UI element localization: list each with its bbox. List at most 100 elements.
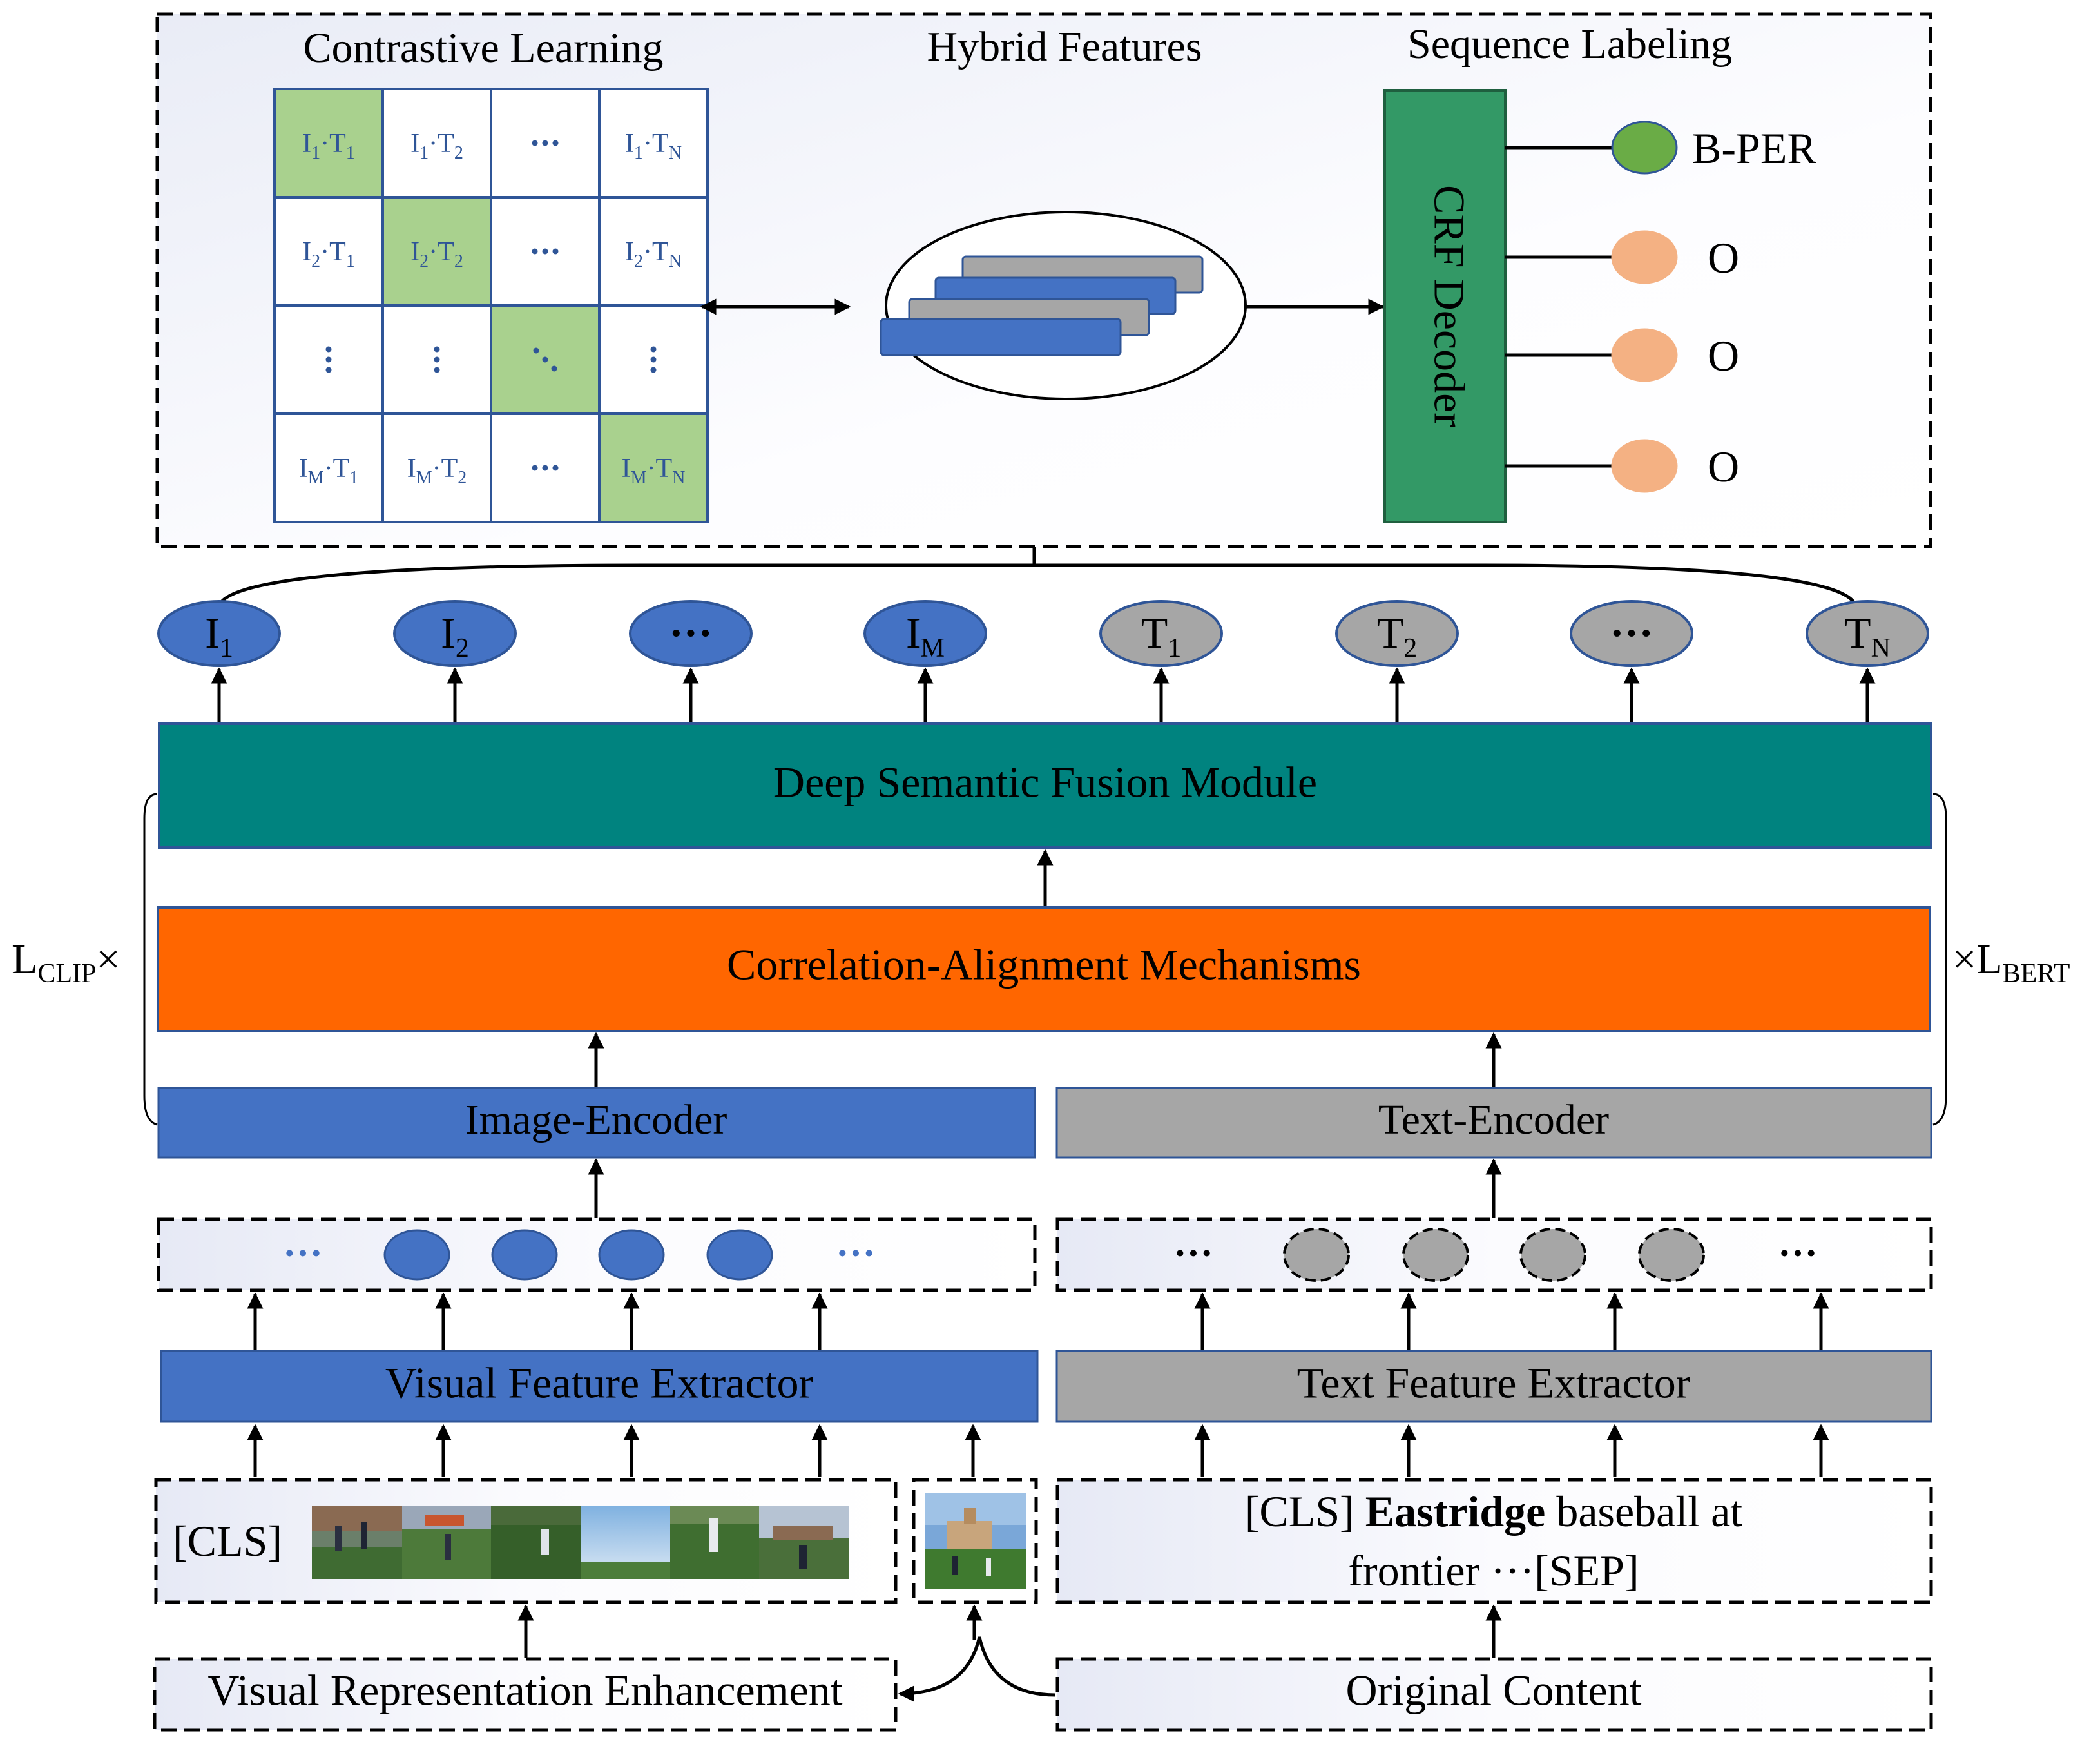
hybrid-features-title: Hybrid Features (927, 23, 1202, 70)
feature-bar (880, 318, 1122, 356)
left-encoder-brace (143, 793, 158, 1126)
text-token: T2 (1335, 600, 1459, 667)
crf-decoder-label: CRF Decoder (1425, 185, 1474, 427)
label-text: O (1708, 442, 1739, 491)
ellipsis-dot (552, 248, 559, 255)
text-feature-extractor (1055, 1350, 1932, 1423)
text-token: ··· (1570, 600, 1693, 667)
matrix-cell-label: I2·T1 (302, 237, 355, 271)
matrix-cell: I2·TN (598, 196, 709, 307)
text-input: [CLS] Eastridge baseball at frontier ···… (1055, 1478, 1933, 1604)
original-image-thumbnail (925, 1493, 1026, 1589)
matrix-cell (381, 304, 492, 415)
text-feature-node (1519, 1228, 1586, 1282)
image-encoder-label: Image-Encoder (465, 1096, 727, 1143)
label-node (1611, 439, 1678, 493)
svg-text:LCLIP×: LCLIP× (12, 936, 120, 989)
visual-seq-ellipsis: ··· (283, 1232, 323, 1275)
text-feature-node (1402, 1228, 1469, 1282)
image-patch (491, 1506, 581, 1579)
ellipsis-dot (551, 365, 557, 372)
image-patch (759, 1506, 849, 1579)
image-patch (670, 1506, 759, 1579)
matrix-cell: IM·TN (598, 412, 709, 523)
matrix-cell (273, 304, 384, 415)
label-output: O (1505, 439, 1739, 493)
image-encoder (157, 1087, 1036, 1159)
text-encoder (1055, 1087, 1932, 1159)
matrix-cell (490, 88, 601, 199)
token-label: IM (906, 608, 945, 663)
matrix-cell (490, 196, 601, 307)
label-text: O (1708, 331, 1739, 380)
token-label: ··· (669, 608, 713, 657)
matrix-cell (490, 412, 601, 523)
label-node (1611, 328, 1678, 382)
matrix-cell: IM·T2 (381, 412, 492, 523)
ellipsis-dot (434, 346, 440, 353)
original-content-label: Original Content (1346, 1666, 1642, 1715)
matrix-cell-label: I1·TN (625, 129, 682, 163)
original-image-input (912, 1478, 1038, 1604)
original-to-enhancement-curve (898, 1636, 1056, 1702)
matrix-cell-label: I1·T2 (410, 129, 463, 163)
matrix-cell: I1·T1 (273, 88, 384, 199)
matrix-cell-label: I1·T1 (302, 129, 355, 163)
ellipsis-dot (325, 356, 332, 363)
matrix-cell: IM·T1 (273, 412, 384, 523)
contrastive-learning-title: Contrastive Learning (303, 24, 663, 72)
text-seq-ellipsis: ··· (1173, 1232, 1213, 1275)
text-feature-node (1638, 1228, 1705, 1282)
ellipsis-dot (650, 346, 657, 353)
visual-extractor-label: Visual Feature Extractor (385, 1359, 814, 1408)
ellipsis-dot (542, 465, 548, 471)
token-label: T1 (1141, 608, 1182, 663)
output-panel: Contrastive Learning Hybrid Features Seq… (155, 12, 1932, 548)
token-brace (217, 563, 1858, 607)
loss-clip-label: LCLIP× (12, 936, 120, 989)
token-label: I2 (441, 608, 469, 663)
text-feature-node (1283, 1228, 1350, 1282)
visual-feature-node (598, 1229, 665, 1281)
label-text: O (1708, 233, 1739, 282)
text-feature-sequence: ··· ··· (1055, 1217, 1933, 1292)
text-encoder-label: Text-Encoder (1378, 1096, 1609, 1143)
svg-text:×LBERT: ×LBERT (1952, 936, 2070, 989)
right-encoder-brace (1932, 793, 1947, 1126)
label-node (1611, 121, 1678, 175)
image-patch (312, 1506, 402, 1579)
visual-feature-node (383, 1229, 450, 1281)
token-label: T2 (1377, 608, 1418, 663)
image-patch-input: [CLS] (154, 1478, 898, 1604)
text-token: T1 (1099, 600, 1223, 667)
image-patch-strip (312, 1506, 849, 1579)
label-node (1611, 230, 1678, 284)
original-content: Original Content (1055, 1657, 1933, 1732)
visual-feature-extractor (160, 1350, 1039, 1423)
cls-token-label: [CLS] (173, 1516, 282, 1565)
text-token: TN (1806, 600, 1929, 667)
correlation-alignment-mechanisms (157, 906, 1931, 1032)
matrix-cell-label: IM·T1 (299, 454, 359, 488)
visual-feature-node (706, 1229, 773, 1281)
loss-bert-label: ×LBERT (1952, 936, 2070, 989)
image-patch (581, 1506, 670, 1579)
ellipsis-dot (325, 367, 332, 373)
text-input-line2: frontier ···[SEP] (1348, 1546, 1639, 1595)
sequence-labeling-title: Sequence Labeling (1407, 21, 1732, 68)
crf-decoder-box (1383, 89, 1507, 523)
ellipsis-dot (434, 356, 440, 363)
text-seq-ellipsis: ··· (1778, 1232, 1818, 1275)
token-embeddings: I1 I2 ··· IM T1 T2 ··· TN (157, 600, 1929, 667)
token-label: TN (1844, 608, 1891, 663)
ellipsis-dot (552, 140, 559, 146)
token-label: I1 (205, 608, 233, 663)
ellipsis-dot (434, 367, 440, 373)
image-token: ··· (629, 600, 753, 667)
hybrid-features-ellipse (880, 211, 1247, 400)
matrix-cell-label: IM·T2 (407, 454, 467, 488)
image-patch (402, 1506, 491, 1579)
image-token: I1 (157, 600, 281, 667)
